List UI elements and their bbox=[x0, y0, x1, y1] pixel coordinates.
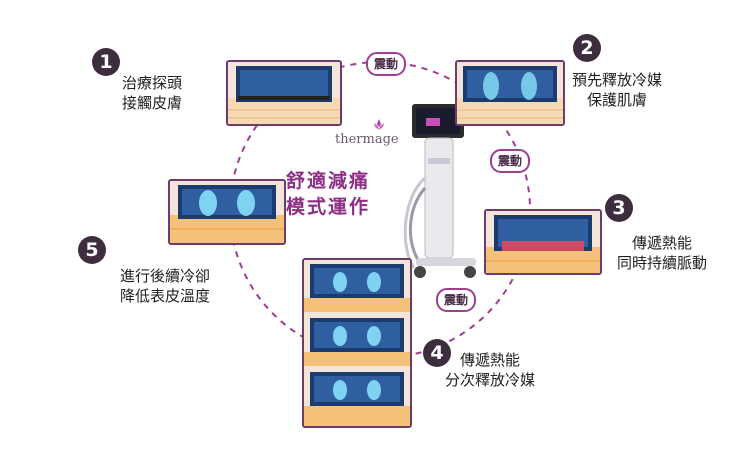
center-title: 舒適減痛 模式運作 bbox=[286, 168, 370, 220]
step-5-badge: 5 bbox=[78, 236, 106, 264]
thermage-logo: thermage bbox=[335, 132, 399, 147]
step-1-badge: 1 bbox=[92, 48, 120, 76]
step-4-line1: 傳遞熱能 bbox=[460, 351, 521, 369]
step-4-line2: 分次釋放冷媒 bbox=[445, 371, 536, 389]
step-1-line2: 接觸皮膚 bbox=[122, 94, 183, 112]
step-4-badge: 4 bbox=[423, 339, 451, 367]
step-2-panel bbox=[455, 60, 565, 126]
step-4-caption: 傳遞熱能 分次釋放冷媒 bbox=[445, 350, 535, 390]
step-1-caption: 治療探頭 接觸皮膚 bbox=[122, 73, 182, 113]
step-1-line1: 治療探頭 bbox=[122, 74, 183, 92]
step-3-line2: 同時持續脈動 bbox=[617, 254, 708, 272]
step-3-panel bbox=[484, 209, 602, 275]
step-5-line2: 降低表皮溫度 bbox=[120, 287, 211, 305]
step-5-line1: 進行後續冷卻 bbox=[120, 267, 211, 285]
center-title-line2: 模式運作 bbox=[286, 196, 371, 218]
step-3-badge: 3 bbox=[605, 194, 633, 222]
center-title-line1: 舒適減痛 bbox=[286, 170, 371, 192]
step-5-caption: 進行後續冷卻 降低表皮溫度 bbox=[120, 266, 210, 306]
step-2-line2: 保護肌膚 bbox=[587, 91, 648, 109]
vibration-label-top: 震動 bbox=[366, 52, 407, 76]
step-2-badge: 2 bbox=[573, 34, 601, 62]
step-1-panel bbox=[226, 60, 342, 126]
step-3-line1: 傳遞熱能 bbox=[632, 234, 693, 252]
step-2-caption: 預先釋放冷媒 保護肌膚 bbox=[572, 70, 662, 110]
vibration-label-right: 震動 bbox=[490, 149, 531, 173]
step-3-caption: 傳遞熱能 同時持續脈動 bbox=[617, 233, 707, 273]
lotus-logo-icon bbox=[374, 119, 384, 130]
step-5-panel bbox=[168, 179, 286, 245]
step-4-panel bbox=[302, 258, 412, 428]
step-2-line1: 預先釋放冷媒 bbox=[572, 71, 663, 89]
vibration-label-bottom: 震動 bbox=[436, 288, 477, 312]
